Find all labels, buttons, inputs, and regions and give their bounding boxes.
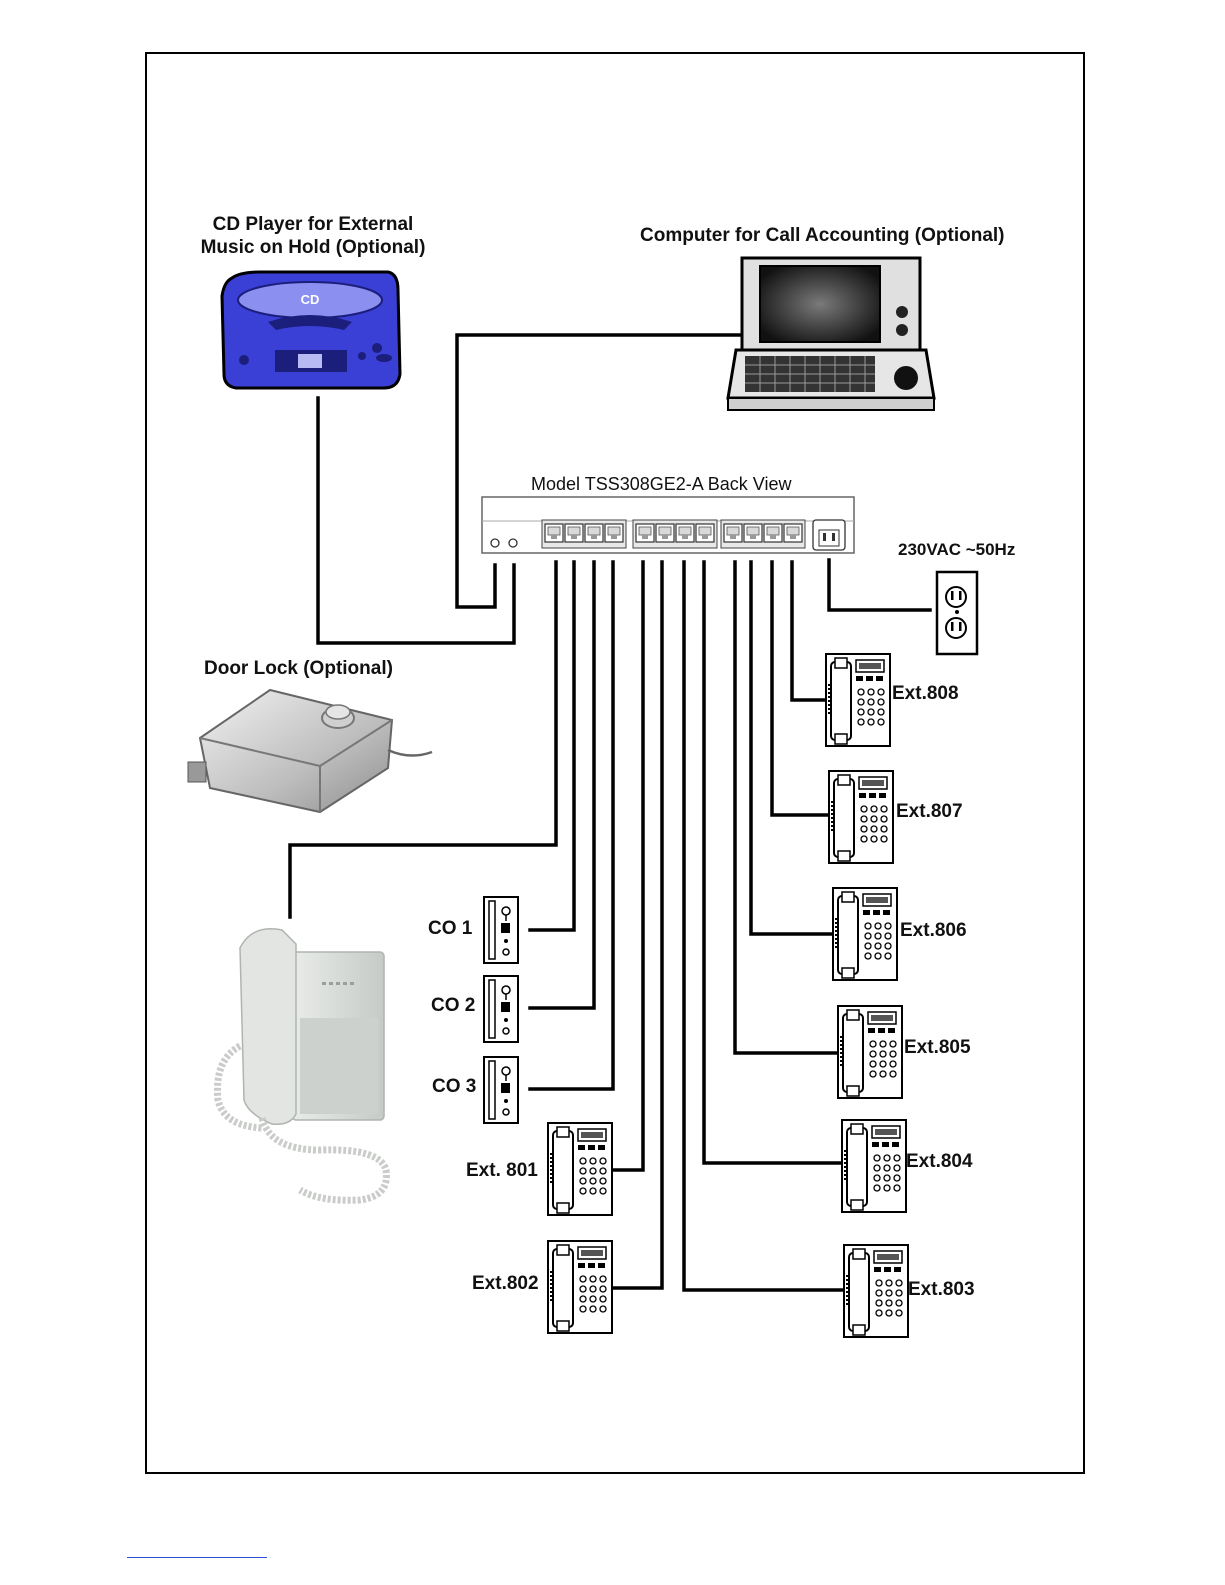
ext805-phone-icon [838, 1006, 902, 1098]
ext808-phone-icon [826, 654, 890, 746]
ext803-label: Ext.803 [908, 1279, 975, 1302]
ext803-phone-icon [844, 1245, 908, 1337]
cd-player-label: CD Player for External Music on Hold (Op… [180, 214, 446, 260]
ext807-phone-icon [829, 771, 893, 863]
ext806-label: Ext.806 [900, 920, 967, 943]
cd-player-logo: CD [301, 292, 320, 307]
co2-jack-icon [484, 976, 518, 1042]
co1-jack-icon [484, 897, 518, 963]
model-label: Model TSS308GE2-A Back View [531, 474, 791, 496]
power-label: 230VAC ~50Hz [898, 540, 1015, 560]
ext808-label: Ext.808 [892, 683, 959, 706]
cd-player-label-line1: CD Player for External [180, 214, 446, 237]
ext802-phone-icon [548, 1241, 612, 1333]
door-lock-label: Door Lock (Optional) [204, 658, 393, 681]
cd-player-label-line2: Music on Hold (Optional) [180, 237, 446, 260]
co3-label: CO 3 [432, 1076, 476, 1099]
co1-label: CO 1 [428, 918, 472, 941]
ext807-label: Ext.807 [896, 801, 963, 824]
co2-label: CO 2 [431, 995, 475, 1018]
computer-label: Computer for Call Accounting (Optional) [640, 225, 1005, 248]
ext805-label: Ext.805 [904, 1037, 971, 1060]
ext802-label: Ext.802 [472, 1273, 539, 1296]
computer-icon [728, 258, 934, 410]
ext804-phone-icon [842, 1120, 906, 1212]
ext801-phone-icon [548, 1123, 612, 1215]
ext804-label: Ext.804 [906, 1151, 973, 1174]
cd-player-icon [222, 272, 400, 388]
pbx-back-panel [482, 497, 854, 553]
co3-jack-icon [484, 1057, 518, 1123]
ext801-label: Ext. 801 [466, 1160, 538, 1183]
ext806-phone-icon [833, 888, 897, 980]
power-outlet-icon [937, 572, 977, 654]
footer-rule [127, 1557, 267, 1558]
